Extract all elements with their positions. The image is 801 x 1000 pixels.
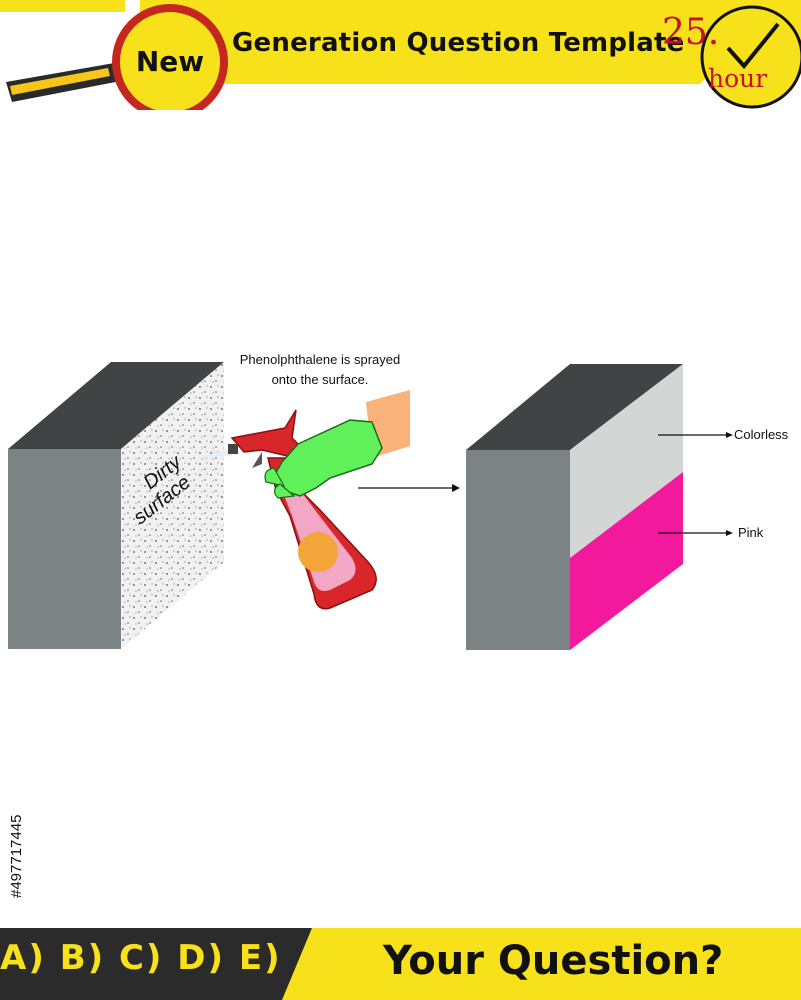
spray-label-line1: Phenolphthalene is sprayed <box>239 352 401 367</box>
header-graphics <box>0 0 801 110</box>
result-block <box>466 364 683 650</box>
footer-graphics <box>0 928 801 1000</box>
spray-label-line2: onto the surface. <box>271 372 369 387</box>
page-title: Generation Question Template <box>232 28 685 58</box>
result-block-top <box>466 364 683 450</box>
timer-number: 25. <box>662 12 720 53</box>
answers-dark-panel <box>0 928 312 1000</box>
colorless-label: Colorless <box>734 427 789 442</box>
new-badge: New <box>135 45 205 78</box>
gloved-hand-icon <box>264 390 410 499</box>
header-yellow-strip <box>0 0 125 12</box>
dirty-block-top <box>8 362 224 449</box>
timer-unit: hour <box>708 64 768 93</box>
result-block-front <box>466 450 570 650</box>
colorless-face <box>570 364 683 558</box>
dirty-surface-face <box>121 362 224 649</box>
dirty-block-front <box>8 449 121 649</box>
header: New Generation Question Template 25. hou… <box>0 0 801 110</box>
spray-mist <box>198 448 232 460</box>
question-prompt: Your Question? <box>383 938 724 984</box>
pink-label: Pink <box>738 525 764 540</box>
stock-id: #497717445 <box>8 814 25 898</box>
footer <box>0 928 801 1000</box>
pink-face <box>570 472 683 650</box>
answer-options: A) B) C) D) E) <box>0 938 282 978</box>
dirty-block <box>8 362 224 649</box>
spray-label: Phenolphthalene is sprayed onto the surf… <box>220 350 420 390</box>
header-yellow-band <box>140 0 801 84</box>
checkmark-icon <box>726 22 780 70</box>
diagram: Dirty surface <box>8 362 733 650</box>
spray-bottle-icon <box>228 409 377 610</box>
